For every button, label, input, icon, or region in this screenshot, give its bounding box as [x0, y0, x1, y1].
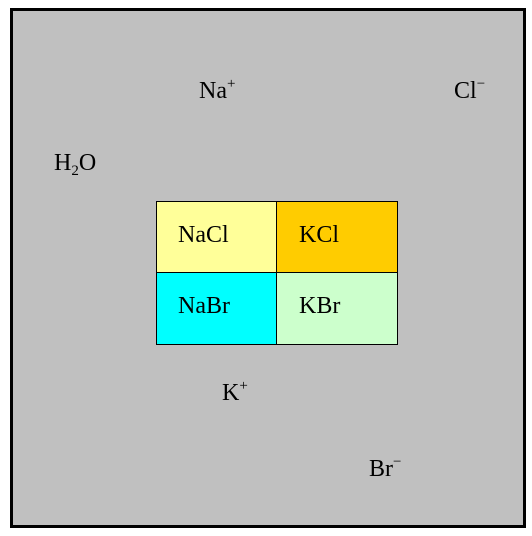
- chloride-symbol: Cl: [454, 78, 477, 104]
- compound-label: NaCl: [178, 222, 229, 248]
- water-subscript: 2: [71, 163, 79, 179]
- water-label: H2O: [54, 150, 97, 179]
- potassium-symbol: K: [222, 380, 240, 406]
- diagram-frame: Na+ Cl− H2O NaCl KCl NaBr KBr K+ Br−: [10, 8, 526, 528]
- sodium-charge: +: [226, 76, 236, 92]
- water-o: O: [78, 150, 97, 176]
- compound-cell-kcl: KCl: [277, 202, 397, 273]
- water-h: H: [54, 150, 72, 176]
- bromide-symbol: Br: [369, 456, 393, 482]
- chloride-ion-label: Cl−: [454, 76, 486, 104]
- bromide-ion-label: Br−: [369, 454, 402, 482]
- compound-grid: NaCl KCl NaBr KBr: [156, 201, 398, 345]
- potassium-ion-label: K+: [222, 378, 248, 406]
- compound-cell-nacl: NaCl: [157, 202, 277, 273]
- compound-label: KCl: [299, 222, 340, 248]
- compound-label: NaBr: [178, 293, 230, 319]
- compound-label: KBr: [299, 293, 341, 319]
- compound-cell-kbr: KBr: [277, 273, 397, 344]
- potassium-charge: +: [239, 378, 248, 394]
- sodium-symbol: Na: [199, 78, 227, 104]
- bromide-charge: −: [393, 454, 402, 470]
- compound-cell-nabr: NaBr: [157, 273, 277, 344]
- chloride-charge: −: [476, 76, 486, 92]
- sodium-ion-label: Na+: [199, 76, 236, 104]
